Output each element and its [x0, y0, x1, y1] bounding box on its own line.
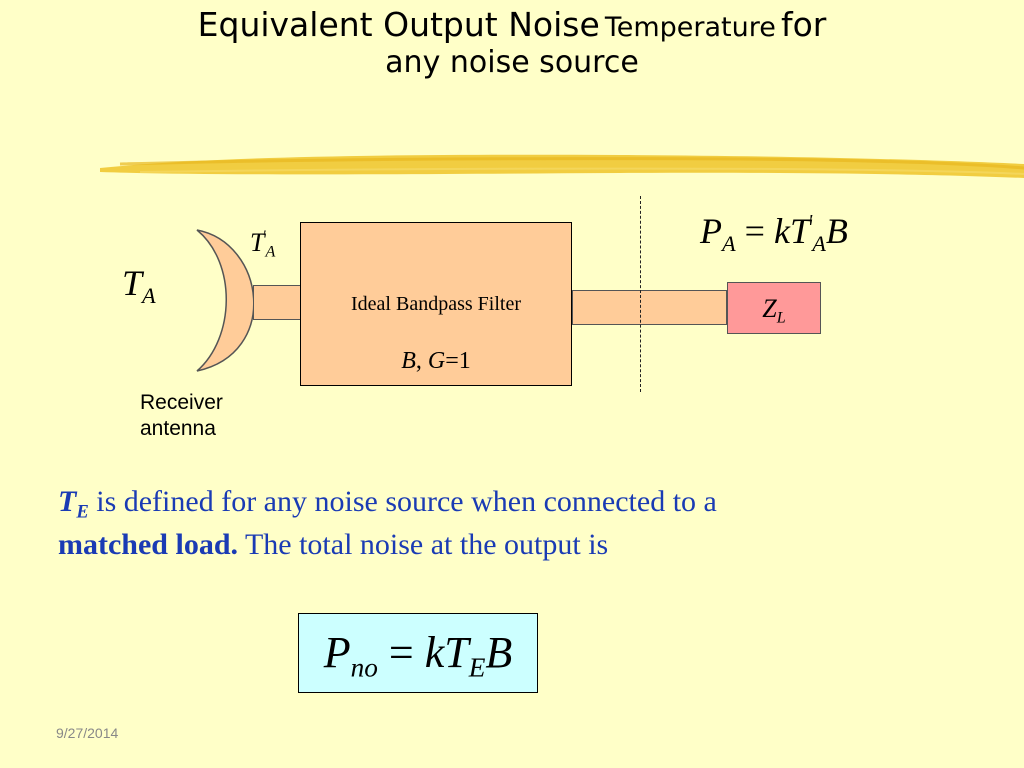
filter-params: B, G=1 — [401, 348, 471, 374]
matched-load-bold: matched load. — [58, 528, 238, 562]
load-impedance: ZL — [727, 282, 821, 334]
antenna-dish-icon — [196, 229, 255, 372]
ideal-bandpass-filter: Ideal Bandpass Filter B, G=1 — [300, 222, 572, 386]
transmission-line — [572, 290, 727, 325]
brush-stroke-divider — [100, 154, 1024, 178]
title-part1: Equivalent Output Noise — [197, 5, 600, 44]
output-noise-formula: Pno = kTEB — [298, 613, 538, 693]
te-symbol: T — [58, 485, 77, 518]
filter-label: Ideal Bandpass Filter — [351, 293, 521, 315]
title-part2: Temperature — [604, 12, 776, 43]
body-text: TE is defined for any noise source when … — [58, 485, 717, 562]
reference-plane-line — [640, 196, 641, 392]
title-line2: any noise source — [385, 44, 639, 80]
slide-date: 9/27/2014 — [56, 725, 119, 741]
source-temperature: TA — [122, 263, 156, 308]
antenna-temperature: T'A — [250, 228, 276, 261]
receiver-antenna-label: Receiver antenna — [140, 391, 223, 441]
slide-title: Equivalent Output Noise Temperature for … — [0, 5, 1024, 80]
power-equation: PA = kT'AB — [700, 211, 848, 256]
title-part3: for — [780, 5, 827, 44]
antenna-feed-line — [253, 285, 301, 320]
